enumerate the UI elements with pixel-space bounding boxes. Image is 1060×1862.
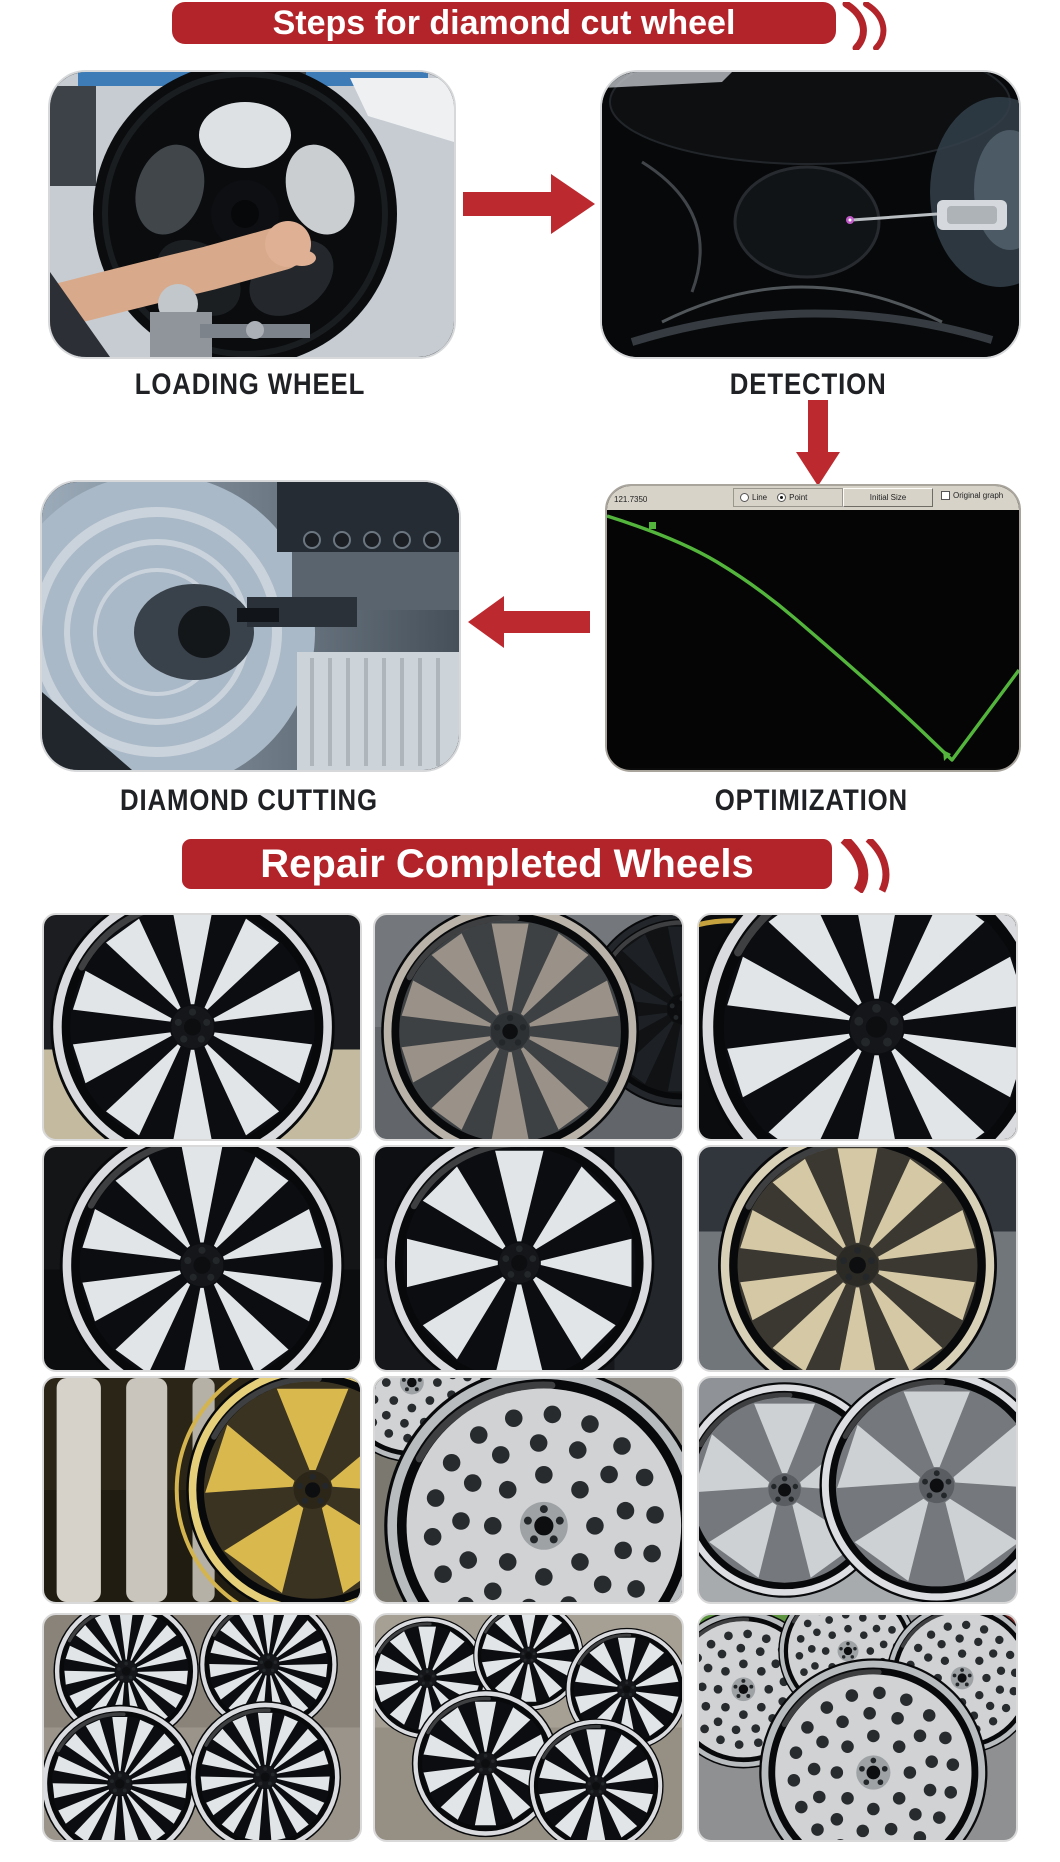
checkbox-icon — [941, 491, 950, 500]
gallery-photo-6 — [697, 1145, 1018, 1372]
gallery-photo-8 — [373, 1376, 684, 1604]
banner-swoosh-icon — [842, 2, 887, 50]
opt-radio-line: Line — [740, 493, 767, 502]
gallery-photo-1 — [42, 913, 362, 1141]
gallery-photo-9 — [697, 1376, 1018, 1604]
opt-readout: 121.7350 — [614, 495, 648, 504]
wheel-illustration — [50, 915, 335, 1139]
wheel-illustration — [375, 1615, 682, 1840]
step-label-loading-wheel: LOADING WHEEL — [134, 368, 366, 401]
wheel-illustration — [381, 915, 682, 1139]
gallery-photo-5 — [373, 1145, 684, 1372]
wheel-illustration — [699, 1615, 1016, 1840]
diamond-cutting-illustration — [42, 482, 459, 770]
banner-swoosh-icon — [840, 839, 890, 893]
gallery-photo-2 — [373, 913, 684, 1141]
photo-detection — [600, 70, 1021, 359]
banner-repair-title: Repair Completed Wheels — [260, 841, 754, 886]
step-label-optimization: OPTIMIZATION — [714, 784, 908, 817]
wheel-illustration — [718, 1147, 997, 1370]
wheel-illustration — [699, 915, 1016, 1139]
banner-steps: Steps for diamond cut wheel — [172, 2, 836, 44]
step-label-diamond-cutting: DIAMOND CUTTING — [119, 784, 378, 817]
photo-optimization-screenshot: 121.7350 Line Point Initial Size Origina… — [605, 484, 1021, 772]
opt-original-graph-checkbox: Original graph — [941, 491, 1003, 500]
wheel-illustration — [59, 1147, 345, 1370]
wheel-illustration — [384, 1147, 682, 1370]
gallery-photo-10 — [42, 1613, 362, 1842]
opt-radio-point: Point — [777, 493, 807, 502]
photo-loading-wheel — [48, 70, 456, 359]
opt-profile-curve-chart — [607, 510, 1019, 768]
gallery-photo-3 — [697, 913, 1018, 1141]
gallery-photo-4 — [42, 1145, 362, 1372]
opt-radio-group: Line Point — [733, 488, 843, 507]
step-label-detection: DETECTION — [730, 368, 887, 401]
arrow-left-icon — [468, 596, 590, 648]
wheel-illustration — [699, 1378, 1016, 1602]
gallery-photo-7 — [42, 1376, 362, 1604]
banner-repair-completed: Repair Completed Wheels — [182, 839, 832, 889]
radio-unselected-icon — [740, 493, 749, 502]
wheel-illustration — [375, 1378, 682, 1602]
arrow-down-icon — [796, 400, 840, 486]
opt-toolbar: 121.7350 Line Point Initial Size Origina… — [607, 486, 1019, 511]
loading-wheel-illustration — [50, 72, 454, 357]
detection-illustration — [602, 72, 1019, 357]
gallery-photo-11 — [373, 1613, 684, 1842]
arrow-right-icon — [463, 174, 595, 234]
opt-initial-size-button: Initial Size — [843, 488, 933, 507]
photo-diamond-cutting — [40, 480, 461, 772]
radio-selected-icon — [777, 493, 787, 502]
wheel-illustration — [56, 1378, 360, 1602]
gallery-photo-12 — [697, 1613, 1018, 1842]
wheel-illustration — [44, 1615, 342, 1840]
banner-steps-title: Steps for diamond cut wheel — [272, 3, 736, 42]
